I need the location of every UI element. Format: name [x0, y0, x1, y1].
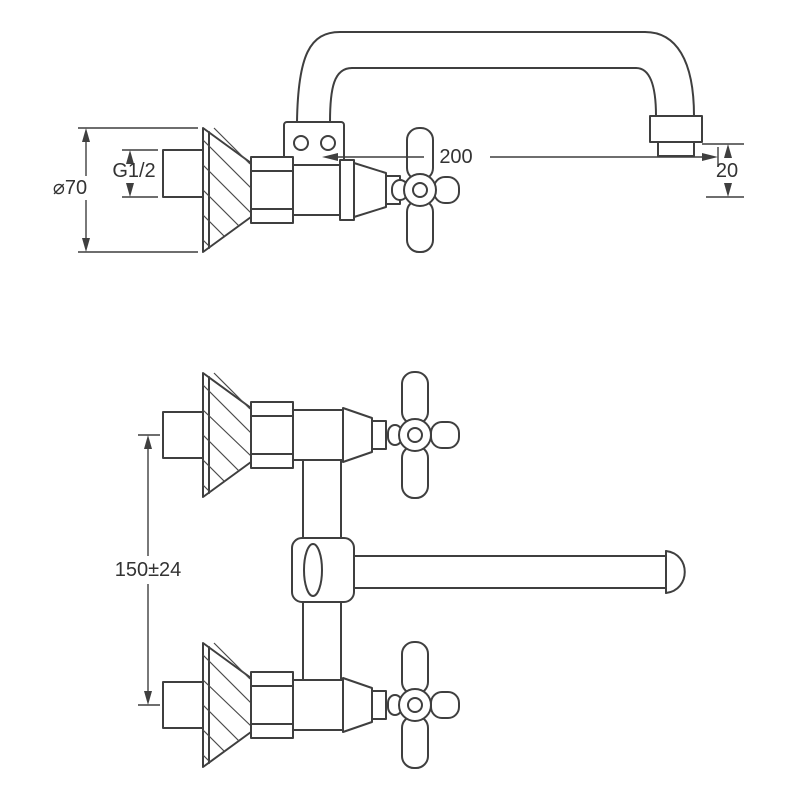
joint-screw-icon [293, 135, 309, 151]
swivel-joint [283, 121, 345, 166]
dimension-spout-reach: 200 [322, 146, 719, 168]
cross-handle [387, 371, 460, 499]
valve-body [292, 409, 344, 461]
body-collar [339, 159, 355, 221]
body-taper [342, 677, 373, 733]
dimension-flange-diameter: ⌀70 [53, 127, 198, 253]
thread-stub [162, 149, 204, 198]
body-taper [342, 407, 373, 463]
valve-bonnet [371, 690, 387, 720]
joint-screw-icon [320, 135, 336, 151]
body-taper [353, 162, 387, 218]
hex-nut [250, 671, 294, 739]
valve-body [292, 679, 344, 731]
hex-nut [250, 156, 294, 224]
spout-reach-label: 200 [439, 146, 472, 168]
spout-socket [303, 543, 323, 597]
cone-hatching [202, 127, 252, 248]
hex-nut [250, 401, 294, 469]
side-view: ⌀70 G1/2 200 20 [53, 31, 744, 253]
front-view: 150±24 [115, 371, 686, 769]
handle-screw-icon [412, 182, 428, 198]
cross-handle [391, 127, 460, 253]
cone-hatching [202, 642, 252, 763]
spout-tube [296, 31, 703, 157]
cross-handle [387, 641, 460, 769]
wall-connection [162, 127, 401, 253]
bottom-inlet-assembly [162, 641, 460, 769]
cone-hatching [202, 372, 252, 493]
thread-stub [162, 681, 204, 729]
flange-diameter-label: ⌀70 [53, 177, 87, 199]
dimension-thread-size: G1/2 [112, 149, 158, 198]
body-trunk [291, 459, 355, 681]
spout-end-height-label: 20 [716, 160, 738, 182]
spout-front [353, 550, 686, 594]
thread-stub [162, 411, 204, 459]
spout-aerator [657, 141, 695, 157]
valve-bonnet [371, 420, 387, 450]
handle-screw-icon [407, 427, 423, 443]
top-inlet-assembly [162, 371, 460, 499]
handle-screw-icon [407, 697, 423, 713]
inlet-spacing-label: 150±24 [115, 559, 182, 581]
dimension-inlet-spacing: 150±24 [115, 434, 182, 706]
valve-body [292, 164, 341, 216]
dimension-spout-end-height: 20 [702, 143, 744, 198]
spout-outlet-nut [649, 115, 703, 143]
thread-size-label: G1/2 [112, 160, 155, 182]
